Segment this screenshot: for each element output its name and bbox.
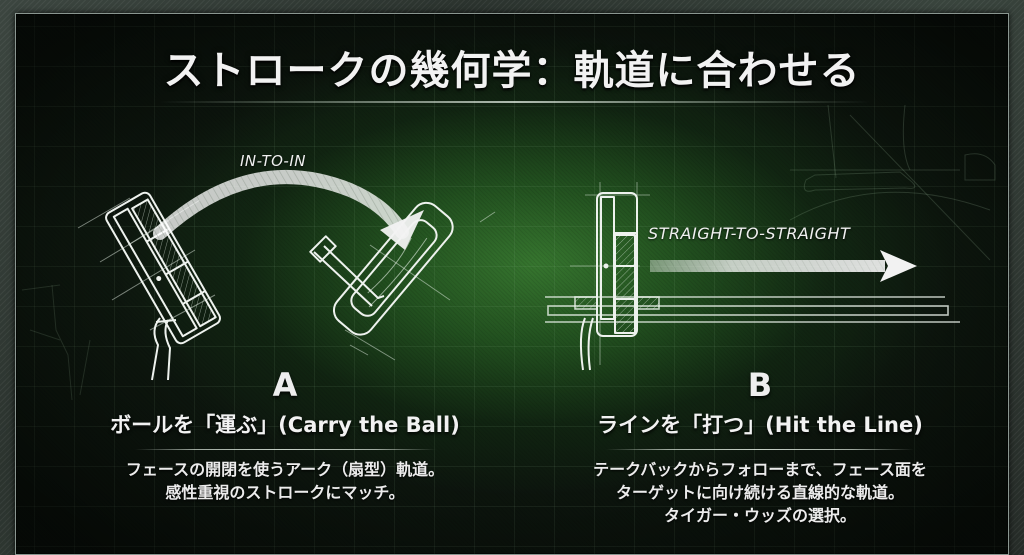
path-label-in-to-in: IN-TO-IN <box>240 152 306 170</box>
section-b-divider <box>606 449 914 450</box>
section-b-heading: ラインを「打つ」(Hit the Line) <box>597 413 923 437</box>
section-a-description: フェースの開閉を使うアーク（扇型）軌道。 感性重視のストロークにマッチ。 <box>70 458 500 504</box>
section-b-desc-line: ターゲットに向け続ける直線的な軌道。 <box>615 483 904 502</box>
section-a-divider <box>134 449 436 450</box>
section-b-desc-line: タイガー・ウッズの選択。 <box>663 506 856 525</box>
section-a-letter: A <box>272 366 298 404</box>
section-b-description: テークバックからフォローまで、フェース面を ターゲットに向け続ける直線的な軌道。… <box>540 458 980 527</box>
section-b-desc-line: テークバックからフォローまで、フェース面を <box>593 460 927 479</box>
page-title: ストロークの幾何学：軌道に合わせる <box>163 48 861 94</box>
section-b-letter: B <box>747 366 773 404</box>
title-underline <box>160 101 870 103</box>
section-a-desc-line: 感性重視のストロークにマッチ。 <box>165 483 405 502</box>
section-a-desc-line: フェースの開閉を使うアーク（扇型）軌道。 <box>125 460 445 479</box>
path-label-straight-to-straight: STRAIGHT-TO-STRAIGHT <box>648 224 851 243</box>
section-a-heading: ボールを「運ぶ」(Carry the Ball) <box>110 413 460 437</box>
